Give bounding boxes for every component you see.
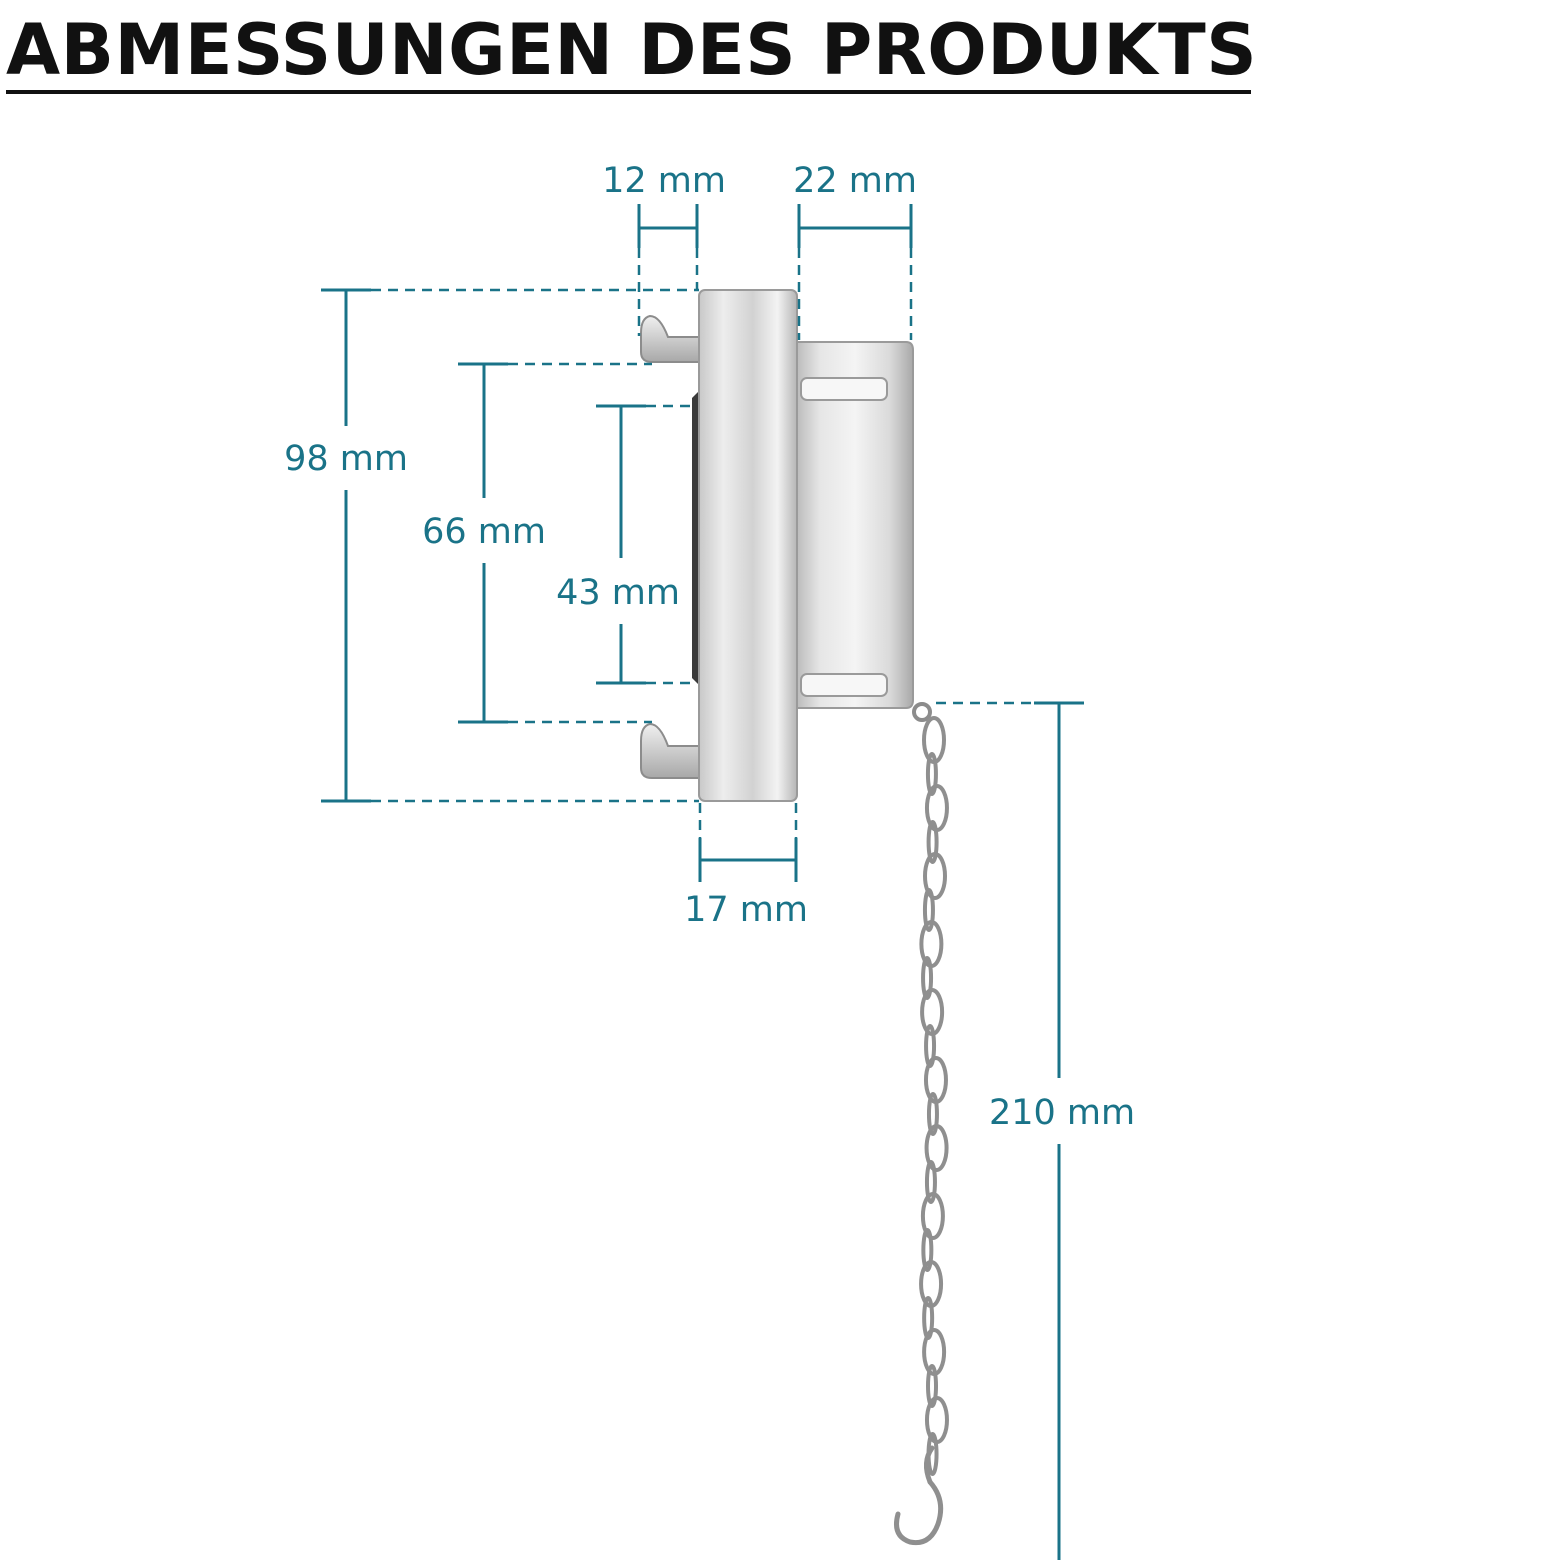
dimension-12-lines <box>637 204 699 336</box>
grip-rib-top <box>800 377 888 401</box>
cap-body <box>796 341 914 709</box>
label-98-mm: 98 mm <box>284 439 408 479</box>
chain-link <box>923 852 948 900</box>
label-22-mm: 22 mm <box>793 161 917 201</box>
chain-link <box>921 956 934 1000</box>
dimension-22-lines <box>797 204 913 340</box>
label-17-mm: 17 mm <box>684 890 808 930</box>
dimension-43-lines <box>596 404 692 685</box>
chain-link <box>925 752 938 796</box>
chain-link <box>924 1124 949 1172</box>
chain-link <box>921 1228 934 1272</box>
s-hook <box>894 1479 944 1546</box>
coupling-cap <box>640 289 932 802</box>
top-claw-lug <box>640 314 701 363</box>
chain-link <box>926 820 939 864</box>
title-underline <box>6 90 1251 94</box>
page-title: ABMESSUNGEN DES PRODUKTS <box>6 9 1258 91</box>
dimension-210-lines <box>936 701 1084 1560</box>
chain-link <box>926 1364 939 1408</box>
dimension-17-lines <box>698 803 798 882</box>
chain-eyelet <box>912 702 932 722</box>
dimension-66-lines <box>458 362 652 724</box>
label-12-mm: 12 mm <box>602 161 726 201</box>
label-66-mm: 66 mm <box>422 512 546 552</box>
flange-ring <box>698 289 798 802</box>
dimension-98-lines <box>321 288 699 803</box>
bottom-claw-lug <box>640 722 701 779</box>
label-210-mm: 210 mm <box>989 1093 1135 1133</box>
chain-link <box>922 888 935 932</box>
chain-link <box>924 1160 937 1204</box>
chain <box>919 716 949 1476</box>
grip-rib-bottom <box>800 673 888 697</box>
chain-link <box>920 1192 945 1240</box>
label-43-mm: 43 mm <box>556 573 680 613</box>
chain-link <box>926 1092 939 1136</box>
s-hook-top <box>924 1445 935 1485</box>
